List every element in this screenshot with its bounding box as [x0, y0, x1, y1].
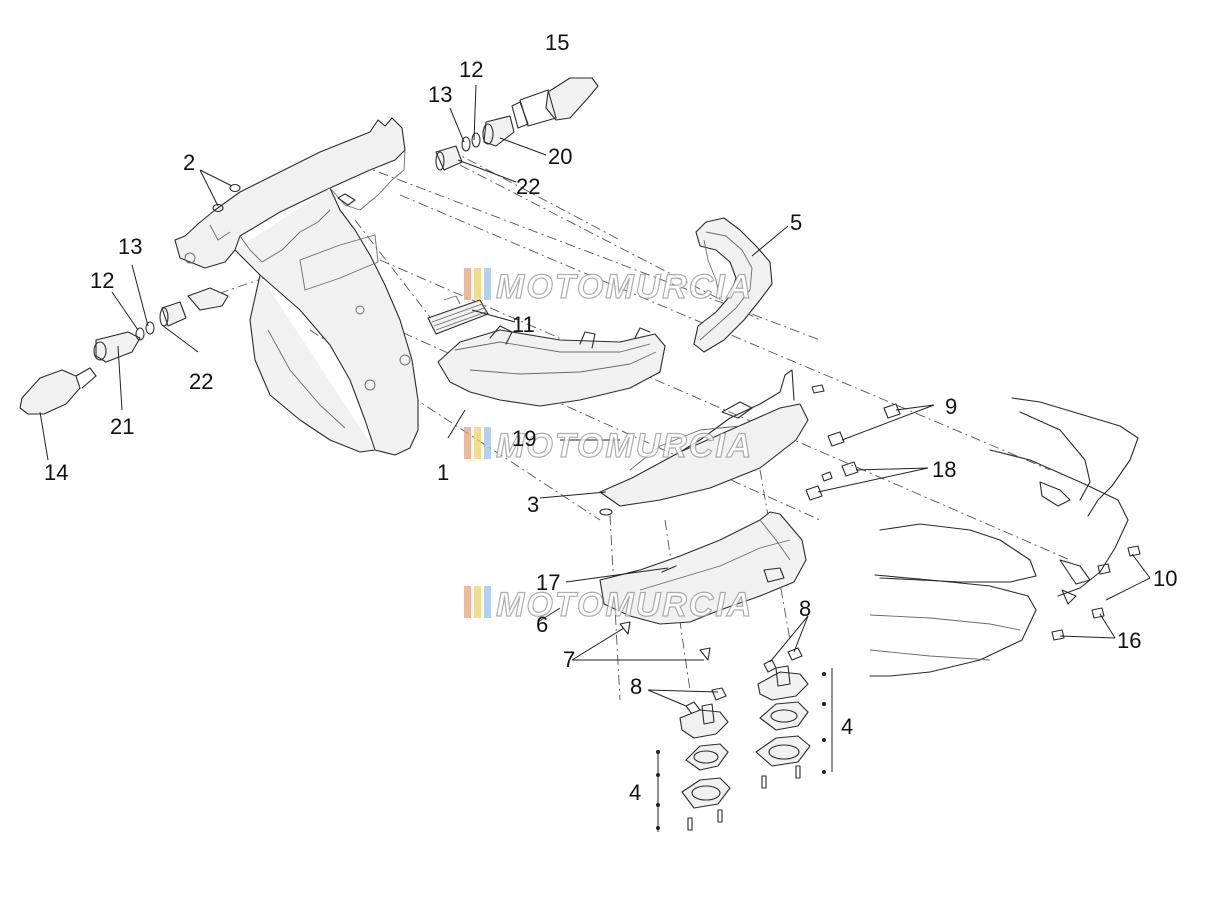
callout-9: 9: [945, 394, 957, 419]
callout-6: 6: [536, 612, 548, 637]
callout-16: 16: [1117, 628, 1141, 653]
callout-21: 21: [110, 414, 134, 439]
callout-4-right: 4: [841, 714, 853, 739]
callout-3: 3: [527, 492, 539, 517]
callout-2: 2: [183, 150, 195, 175]
callout-13-right: 13: [428, 82, 452, 107]
callout-5: 5: [790, 210, 802, 235]
rear-side-panels: [869, 397, 1139, 677]
plate-light-housing: [599, 508, 807, 625]
callout-14: 14: [44, 460, 68, 485]
callout-12-right: 12: [459, 57, 483, 82]
rear-mudguard: [174, 117, 419, 456]
watermark-text: MOTOMURCIA: [496, 586, 753, 624]
watermark-middle: MOTOMURCIA: [464, 426, 753, 466]
callout-13-left: 13: [118, 234, 142, 259]
watermark-text: MOTOMURCIA: [496, 427, 753, 465]
left-turn-signal: [19, 287, 229, 415]
leader-lines: [39, 84, 1151, 707]
callout-19: 19: [512, 426, 536, 451]
callout-10: 10: [1153, 566, 1177, 591]
plate-light-assembly-right: [755, 647, 833, 789]
callout-17: 17: [536, 570, 560, 595]
callout-11: 11: [512, 312, 535, 337]
plate-light-assembly-left: [656, 687, 731, 832]
callout-7: 7: [563, 647, 575, 672]
tail-lamp: [437, 325, 666, 407]
callout-20: 20: [548, 144, 572, 169]
watermark-text: MOTOMURCIA: [496, 268, 753, 306]
callout-22-right: 22: [516, 174, 540, 199]
callout-4-left: 4: [629, 780, 641, 805]
rear-top-cover: [693, 217, 773, 353]
reflector: [427, 295, 489, 335]
callout-8-right: 8: [799, 596, 811, 621]
watermark-top: MOTOMURCIA: [464, 267, 753, 307]
lower-rear-bracket: [599, 369, 809, 507]
callout-15: 15: [545, 30, 569, 55]
callout-18: 18: [932, 457, 956, 482]
hardware: [619, 384, 1141, 661]
watermark-bottom: MOTOMURCIA: [464, 585, 753, 625]
callout-labels: 1 2 3 4 4 5 6 7 8 8 9 10 11 12 12 13 13 …: [44, 30, 1177, 805]
right-turn-signal: [435, 77, 599, 171]
callout-8-left: 8: [630, 674, 642, 699]
nut-pair: [212, 183, 241, 213]
callout-1: 1: [437, 460, 449, 485]
callout-22-left: 22: [189, 369, 213, 394]
callout-12-left: 12: [90, 268, 114, 293]
